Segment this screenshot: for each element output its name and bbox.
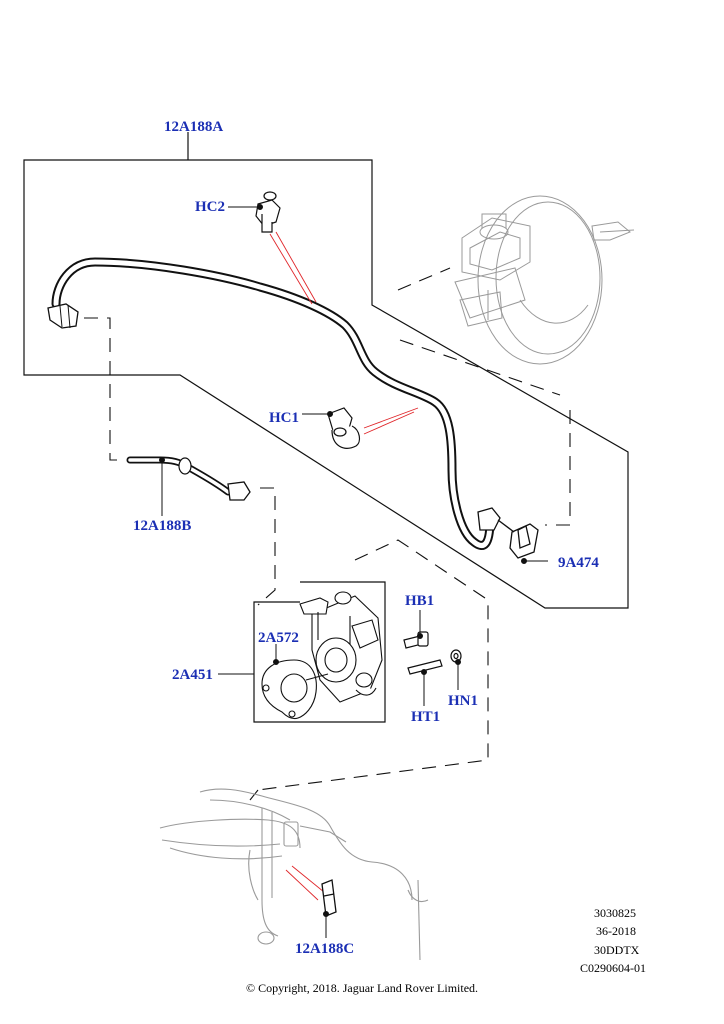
callout-2a572: 2A572: [258, 630, 299, 646]
harness-ghost: [159, 788, 429, 961]
copyright-notice: © Copyright, 2018. Jaguar Land Rover Lim…: [245, 981, 479, 995]
reference-line-2: 36-2018: [596, 924, 636, 938]
vacuum-pump-box: [253, 581, 386, 723]
callout-leaders: [159, 204, 548, 938]
bolt-hb1-drawing: [403, 631, 429, 649]
callout-hn1: HN1: [448, 693, 478, 709]
red-leader-lines: [269, 231, 419, 901]
clip-hc2-drawing: [255, 191, 281, 233]
hose-assembly-outline: [23, 132, 629, 609]
callout-ht1: HT1: [411, 709, 441, 725]
reference-line-4: C0290604-01: [580, 961, 646, 975]
vacuum-pump-drawing: [299, 591, 383, 703]
brake-booster-ghost: [454, 195, 635, 365]
stud-ht1-drawing: [407, 659, 443, 675]
nut-hn1-drawing: [450, 649, 462, 663]
clip-hc1-drawing: [327, 407, 361, 449]
reference-line-3: 30DDTX: [594, 943, 640, 957]
gasket-drawing: [261, 659, 329, 720]
vacuum-hose-main: [47, 257, 501, 550]
callout-2a451: 2A451: [172, 667, 213, 683]
assembly-dashed-lines: [84, 267, 571, 801]
callout-12a188c: 12A188C: [295, 941, 355, 957]
reference-line-1: 3030825: [594, 906, 636, 920]
callout-hc1: HC1: [269, 410, 299, 426]
callout-hc2: HC2: [195, 199, 225, 215]
hose-b-drawing: [126, 456, 251, 501]
sensor-drawing: [497, 519, 539, 559]
hose-c-drawing: [321, 879, 337, 917]
callout-12a188b: 12A188B: [133, 518, 192, 534]
callout-hb1: HB1: [405, 593, 435, 609]
callout-9a474: 9A474: [558, 555, 599, 571]
callout-12a188a: 12A188A: [164, 119, 224, 135]
